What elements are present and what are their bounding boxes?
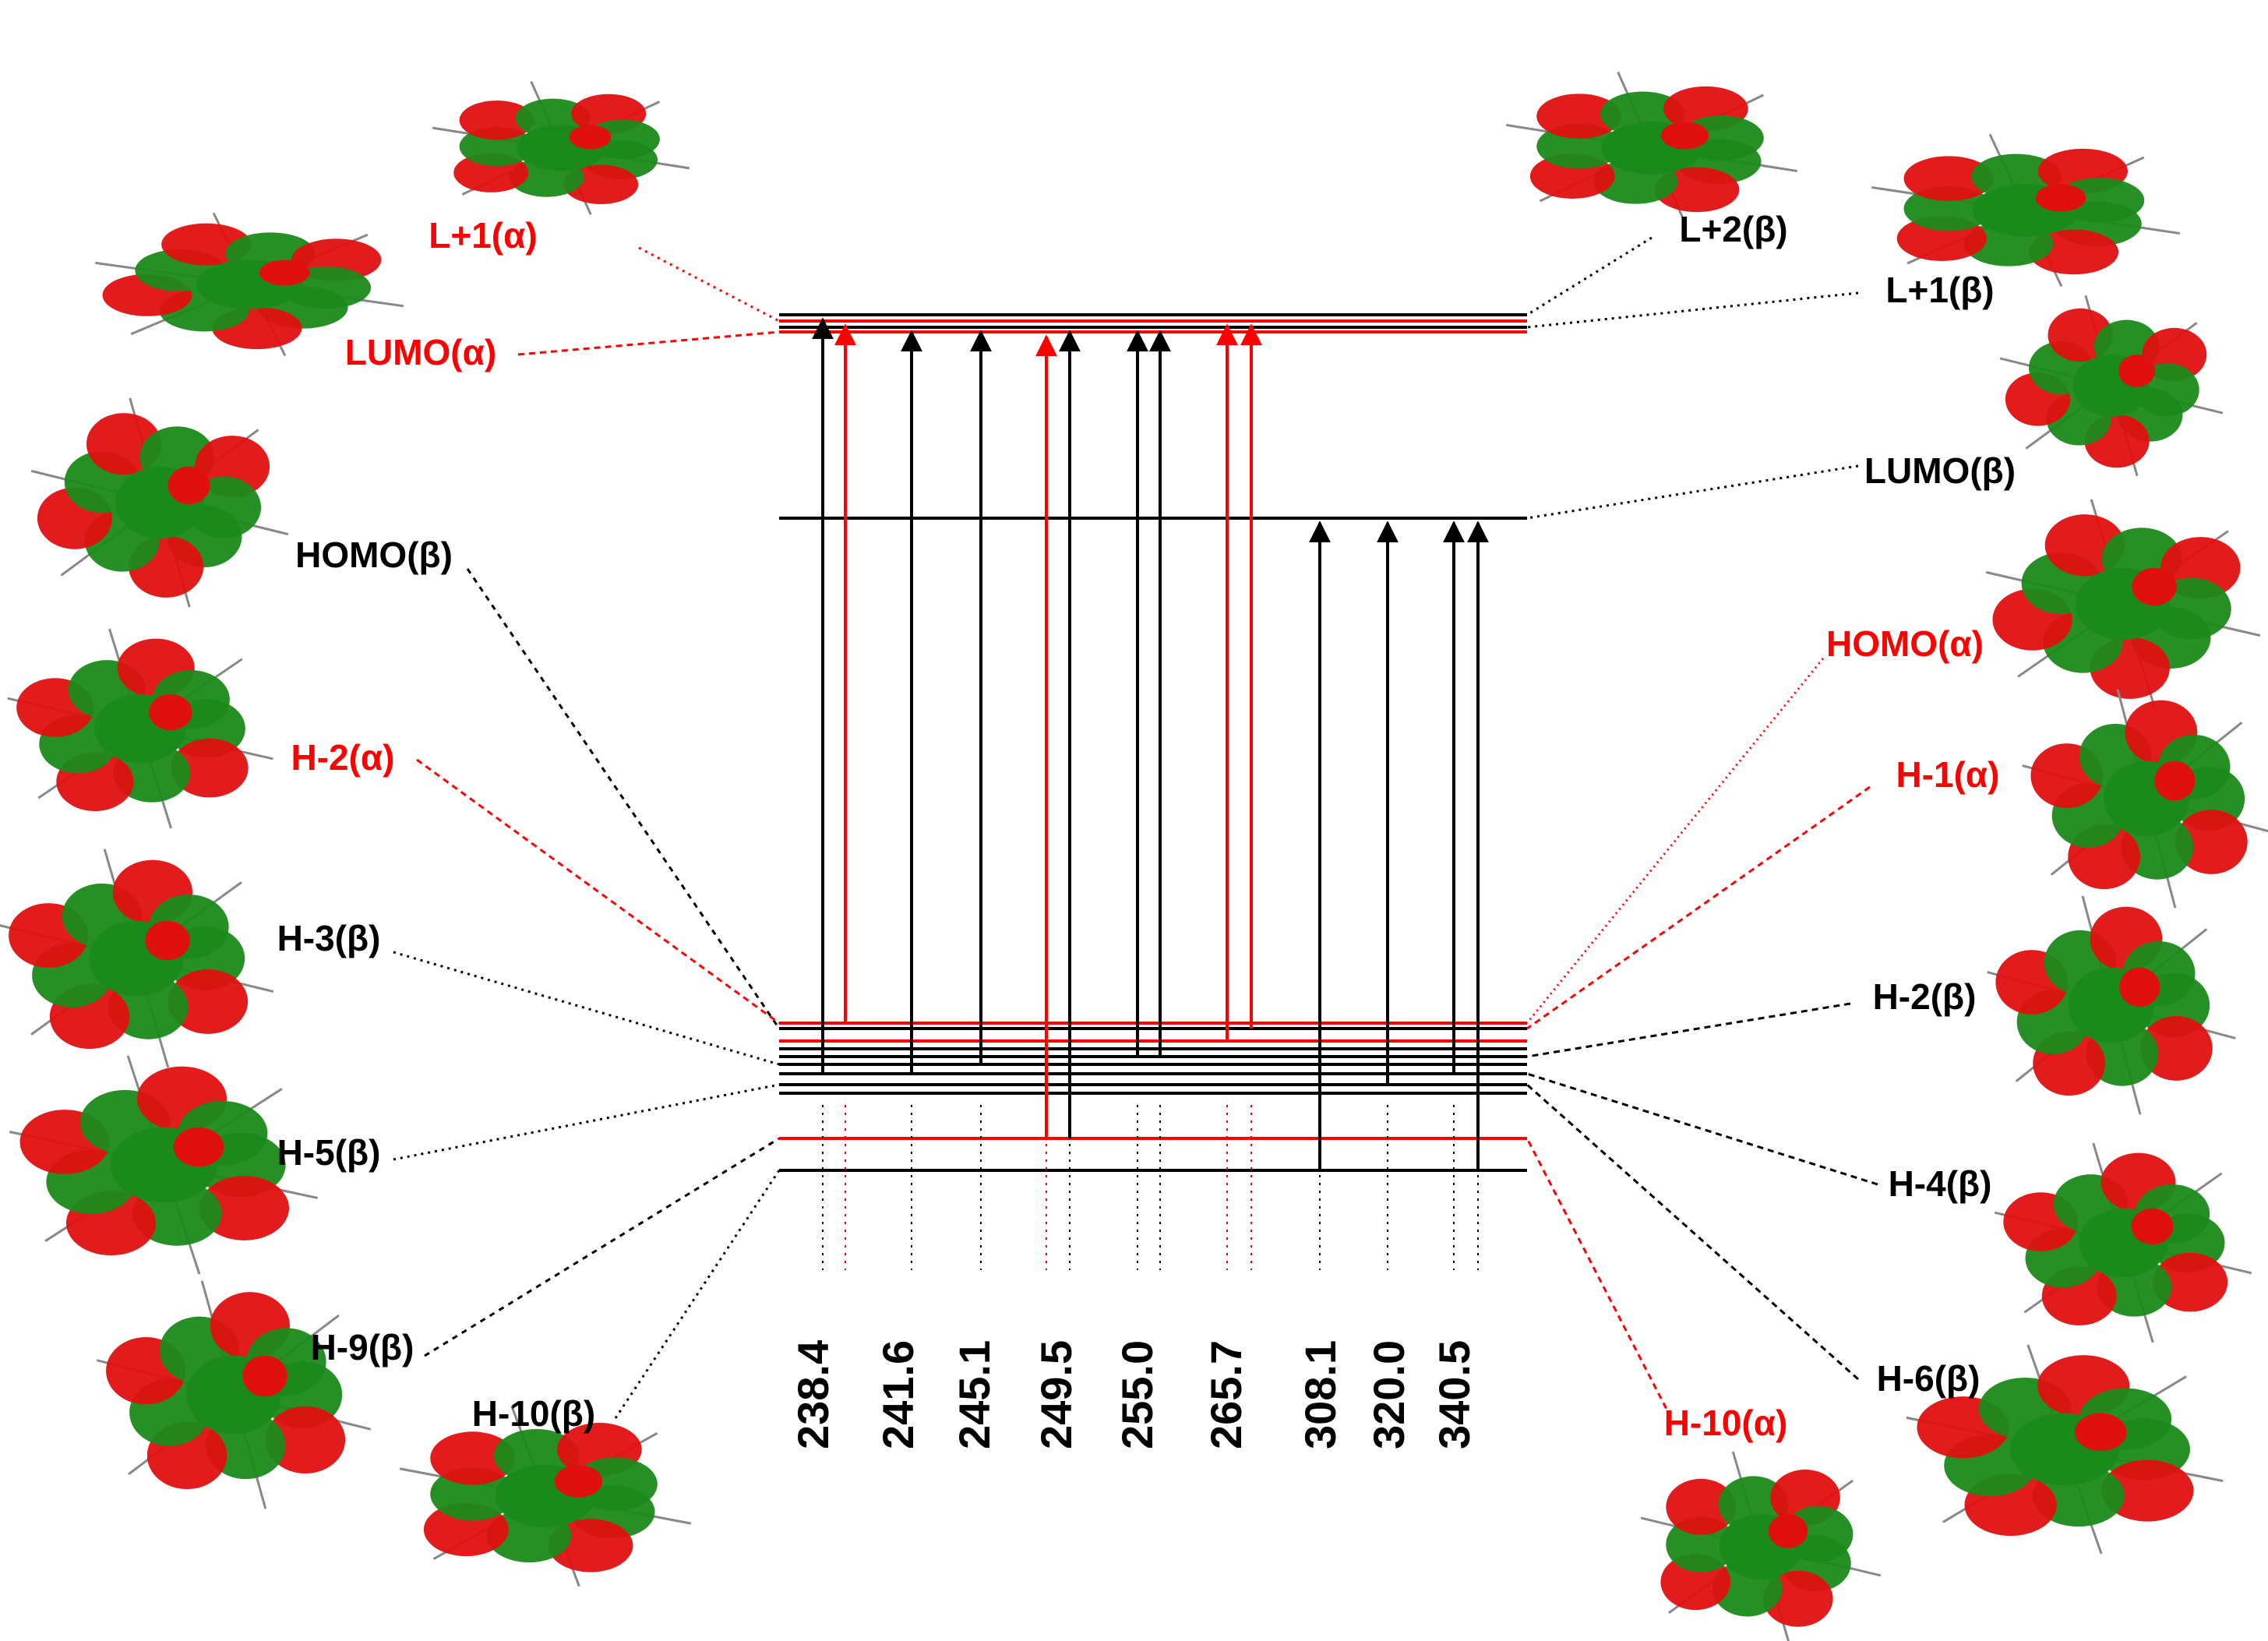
orbital-label-h3b: H-3(β)	[277, 918, 381, 958]
orbital-isosurface-lp1b	[1871, 133, 2180, 288]
orbital-label-h6b: H-6(β)	[1877, 1358, 1981, 1399]
orbital-isosurface-h10a	[1640, 1451, 1882, 1641]
orbital-isosurface-lp2b	[1505, 71, 1798, 225]
transition-arrows	[812, 317, 1489, 1270]
wavelength-labels: 238.4 241.6 245.1 249.5 255.0 265.7 308.1 320.0…	[788, 1340, 1479, 1449]
orbital-label-homoa: HOMO(α)	[1826, 623, 1984, 664]
connector-homoa	[1526, 658, 1825, 1024]
orbital-isosurface-h2b	[1987, 895, 2236, 1115]
connector-lumoa	[517, 330, 780, 356]
orbital-isosurface-homob	[30, 397, 289, 608]
wavelength-label-249.5: 249.5	[1032, 1340, 1081, 1449]
wavelength-label-255.0: 255.0	[1113, 1340, 1162, 1449]
energy-levels	[779, 313, 1527, 1172]
orbital-isosurface-h1a	[2022, 689, 2268, 909]
connector-h6b	[1526, 1083, 1859, 1381]
connector-h2b	[1526, 1002, 1851, 1058]
connector-lp1a	[638, 246, 780, 323]
orbital-label-h10b: H-10(β)	[472, 1393, 595, 1434]
connector-h4b	[1526, 1072, 1878, 1186]
wavelength-label-245.1: 245.1	[950, 1340, 999, 1449]
orbital-label-lp2b: L+2(β)	[1679, 209, 1787, 249]
orbital-label-lp1a: L+1(α)	[429, 215, 537, 256]
orbital-isosurface-homoa	[1985, 499, 2261, 709]
orbital-label-h2a: H-2(α)	[291, 737, 394, 778]
connector-homob	[466, 568, 781, 1029]
connector-h1a	[1526, 785, 1871, 1030]
wavelength-label-308.1: 308.1	[1296, 1340, 1345, 1449]
connector-lp1b	[1526, 291, 1859, 329]
orbital-isosurface-h6b	[1906, 1344, 2224, 1555]
connector-h5b	[393, 1083, 780, 1161]
orbital-label-h4b: H-4(β)	[1889, 1163, 1992, 1204]
orbital-label-lumob: LUMO(β)	[1864, 450, 2016, 491]
orbital-label-lp1b: L+1(β)	[1885, 270, 1994, 310]
orbital-isosurface-lp1a	[432, 81, 690, 215]
orbital-isosurface-lumoa	[95, 212, 404, 357]
orbital-label-h9b: H-9(β)	[311, 1327, 414, 1368]
orbital-label-h1a: H-1(α)	[1896, 754, 1999, 795]
label-connector-lines	[393, 236, 1878, 1419]
orbital-label-h2b: H-2(β)	[1873, 976, 1977, 1017]
connector-h3b	[393, 951, 780, 1066]
connector-h2a	[416, 758, 780, 1025]
orbital-isosurface-h2a	[7, 628, 273, 829]
orbital-labels: L+1(α) LUMO(α) L+2(β) L+1(β) LUMO(β) HOMO(β) H…	[277, 209, 2016, 1443]
orbital-isosurface-h4b	[1994, 1142, 2252, 1343]
orbital-isosurface-h5b	[9, 1055, 319, 1275]
wavelength-label-320.0: 320.0	[1364, 1340, 1413, 1449]
connector-h9b	[424, 1137, 780, 1357]
orbital-isosurface-h9b	[96, 1280, 372, 1509]
orbital-isosurface-h10b	[399, 1405, 692, 1587]
connector-lumob	[1526, 464, 1859, 520]
orbital-label-h10a: H-10(α)	[1664, 1403, 1788, 1443]
wavelength-label-340.5: 340.5	[1430, 1340, 1479, 1449]
orbital-isosurface-lumob	[1999, 295, 2224, 477]
orbital-label-h5b: H-5(β)	[277, 1132, 381, 1173]
connector-lp2b	[1526, 236, 1653, 316]
orbital-label-homob: HOMO(β)	[295, 535, 453, 575]
wavelength-label-265.7: 265.7	[1201, 1340, 1250, 1449]
orbital-label-lumoa: LUMO(α)	[345, 332, 496, 372]
wavelength-label-238.4: 238.4	[788, 1340, 838, 1449]
connector-h10b	[614, 1170, 781, 1419]
orbital-isosurface-images	[0, 71, 2268, 1641]
orbital-isosurface-h3b	[0, 849, 274, 1068]
wavelength-label-241.6: 241.6	[873, 1340, 922, 1449]
connector-h10a	[1526, 1138, 1673, 1419]
